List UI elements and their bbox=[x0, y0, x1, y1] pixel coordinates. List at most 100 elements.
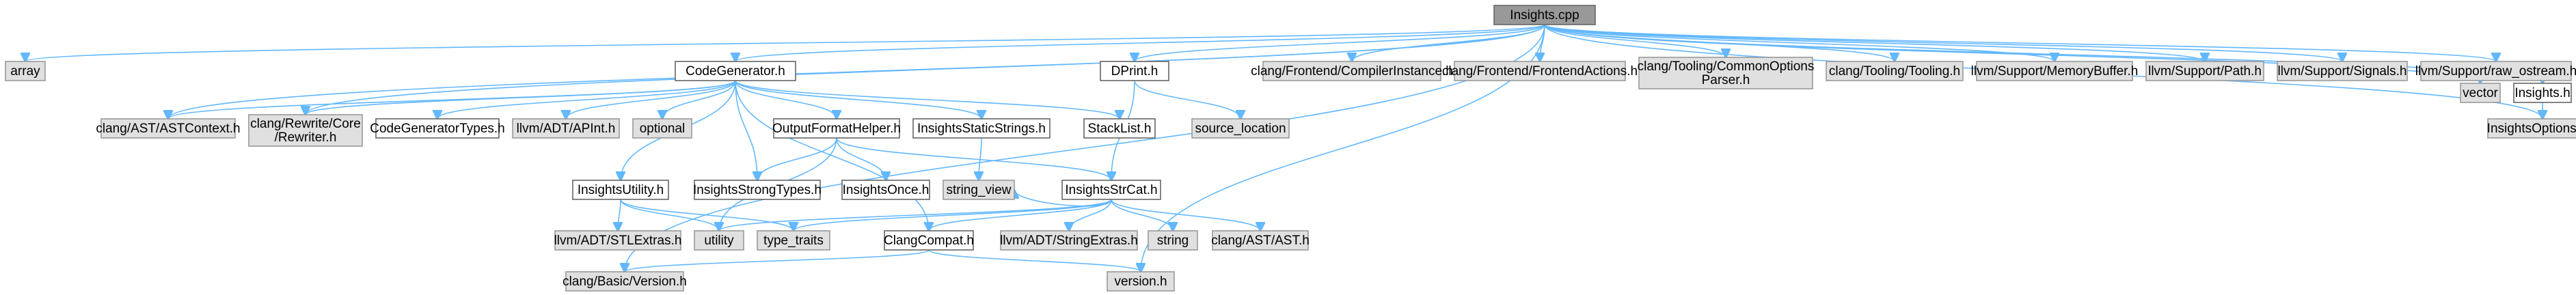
node-insightsh[interactable]: Insights.h bbox=[2513, 83, 2572, 103]
node-label: string_view bbox=[946, 183, 1011, 197]
node-stlextras: llvm/ADT/STLExtras.h bbox=[554, 230, 681, 251]
node-label: InsightsStrongTypes.h bbox=[693, 183, 822, 197]
node-outfmt[interactable]: OutputFormatHelper.h bbox=[772, 118, 901, 139]
node-label: InsightsStrCat.h bbox=[1065, 183, 1157, 197]
node-label: Insights.cpp bbox=[1510, 8, 1579, 23]
node-box bbox=[2145, 61, 2264, 81]
node-utility: utility bbox=[694, 230, 744, 251]
node-label: vector bbox=[2463, 86, 2498, 100]
node-strongtypes[interactable]: InsightsStrongTypes.h bbox=[693, 180, 822, 200]
edge-root-to-membuf bbox=[1544, 24, 2055, 61]
node-label: InsightsOptions.def bbox=[2487, 122, 2576, 136]
node-box bbox=[572, 180, 669, 200]
nodes-layer: Insights.cpp array CodeGenerator.h DPrint.h… bbox=[5, 5, 2576, 292]
edge-clangcompat-to-versionh bbox=[928, 249, 1141, 272]
node-box bbox=[1191, 118, 1290, 139]
edge-codegen-to-staticstr bbox=[735, 80, 981, 119]
node-box bbox=[248, 114, 363, 147]
node-box bbox=[1148, 230, 1198, 251]
node-box bbox=[2420, 61, 2572, 81]
node-path: llvm/Support/Path.h bbox=[2145, 61, 2264, 81]
node-label: clang/AST/ASTContext.h bbox=[96, 122, 240, 136]
node-box bbox=[1083, 118, 1156, 139]
node-label: CodeGenerator.h bbox=[686, 64, 785, 79]
node-utilh[interactable]: InsightsUtility.h bbox=[572, 180, 669, 200]
node-rewriter: clang/Rewrite/Core/Rewriter.h bbox=[248, 114, 363, 147]
node-root[interactable]: Insights.cpp bbox=[1493, 5, 1596, 25]
node-box bbox=[554, 230, 681, 251]
node-label: ClangCompat.h bbox=[884, 234, 974, 248]
node-strview: string_view bbox=[943, 180, 1015, 200]
node-strextras: llvm/ADT/StringExtras.h bbox=[1000, 230, 1138, 251]
node-box bbox=[2513, 83, 2572, 103]
node-box bbox=[1976, 61, 2133, 81]
node-strcat[interactable]: InsightsStrCat.h bbox=[1061, 180, 1161, 200]
edge-codegen-to-optional bbox=[662, 80, 736, 119]
edge-outfmt-to-once bbox=[836, 137, 886, 180]
node-label: llvm/ADT/StringExtras.h bbox=[1000, 234, 1138, 248]
node-label: llvm/Support/raw_ostream.h bbox=[2415, 64, 2576, 79]
node-label: StackList.h bbox=[1088, 122, 1152, 136]
edge-codegen-to-outfmt bbox=[735, 80, 837, 119]
edge-codegen-to-strongtypes bbox=[735, 80, 757, 180]
node-box bbox=[694, 230, 744, 251]
node-label: optional bbox=[640, 122, 686, 136]
node-box bbox=[1212, 230, 1309, 251]
node-basicver: clang/Basic/Version.h bbox=[562, 271, 687, 292]
node-cgtypes[interactable]: CodeGeneratorTypes.h bbox=[370, 118, 505, 139]
node-label: clang/AST/AST.h bbox=[1211, 234, 1310, 248]
node-box bbox=[2487, 118, 2576, 139]
node-label: array bbox=[10, 64, 40, 79]
edge-codegen-to-rewriter bbox=[306, 80, 736, 115]
edge-clangcompat-to-basicver bbox=[625, 249, 930, 272]
edge-utilh-to-typetraits bbox=[620, 199, 794, 231]
node-box bbox=[1000, 230, 1138, 251]
node-box bbox=[565, 271, 684, 292]
node-box bbox=[2460, 83, 2501, 103]
node-box bbox=[912, 118, 1050, 139]
node-frontact: clang/Frontend/FrontendActions.h bbox=[1442, 61, 1638, 81]
edge-outfmt-to-strongtypes bbox=[757, 137, 837, 180]
node-box bbox=[675, 61, 796, 81]
node-box bbox=[375, 118, 500, 139]
node-label: OutputFormatHelper.h bbox=[772, 122, 901, 136]
edge-root-to-codegen bbox=[735, 24, 1545, 61]
node-label: clang/Tooling/Tooling.h bbox=[1829, 64, 1960, 79]
node-clangcompat[interactable]: ClangCompat.h bbox=[884, 230, 974, 251]
node-srcloc: source_location bbox=[1191, 118, 1290, 139]
node-box bbox=[100, 118, 236, 139]
node-label: InsightsOnce.h bbox=[843, 183, 930, 197]
node-box bbox=[1493, 5, 1596, 25]
node-label: CodeGeneratorTypes.h bbox=[370, 122, 505, 136]
node-typetraits: type_traits bbox=[757, 230, 830, 251]
node-label: type_traits bbox=[763, 234, 824, 248]
node-dprint[interactable]: DPrint.h bbox=[1100, 61, 1169, 81]
node-rawostream: llvm/Support/raw_ostream.h bbox=[2415, 61, 2576, 81]
node-staticstr[interactable]: InsightsStaticStrings.h bbox=[912, 118, 1050, 139]
edge-strcat-to-strview bbox=[1014, 190, 1112, 207]
node-astctx: clang/AST/ASTContext.h bbox=[96, 118, 241, 139]
edge-root-to-array bbox=[25, 24, 1545, 61]
node-box bbox=[2277, 61, 2408, 81]
node-tooling: clang/Tooling/Tooling.h bbox=[1826, 61, 1964, 81]
node-box bbox=[512, 118, 620, 139]
edge-outfmt-to-strcat bbox=[836, 137, 1111, 180]
edge-dprint-to-srcloc bbox=[1134, 80, 1240, 119]
node-box bbox=[1454, 61, 1626, 81]
node-once[interactable]: InsightsOnce.h bbox=[841, 180, 930, 200]
node-box bbox=[773, 118, 900, 139]
edge-strcat-to-strextras bbox=[1069, 199, 1112, 231]
node-compinst: clang/Frontend/CompilerInstance.h bbox=[1251, 61, 1453, 81]
edge-root-to-commonopt bbox=[1544, 24, 1726, 57]
node-vector: vector bbox=[2460, 83, 2501, 103]
node-stacklist[interactable]: StackList.h bbox=[1083, 118, 1156, 139]
node-codegen[interactable]: CodeGenerator.h bbox=[675, 61, 796, 81]
node-label: clang/Rewrite/Core bbox=[250, 117, 361, 131]
node-label: llvm/Support/Signals.h bbox=[2277, 64, 2406, 79]
node-box bbox=[1826, 61, 1964, 81]
node-label: llvm/Support/Path.h bbox=[2148, 64, 2262, 79]
node-label: source_location bbox=[1195, 122, 1286, 136]
edge-root-to-signals bbox=[1544, 24, 2342, 61]
edge-root-to-dprint bbox=[1135, 24, 1545, 61]
